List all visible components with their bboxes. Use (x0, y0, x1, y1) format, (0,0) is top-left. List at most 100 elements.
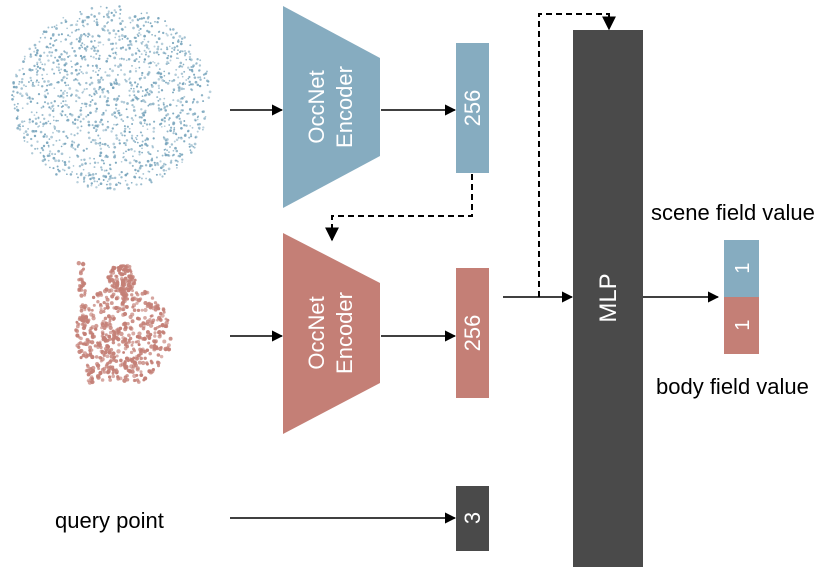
scene-point (83, 47, 87, 50)
body-point (129, 326, 134, 331)
scene-point (75, 62, 79, 65)
scene-point (176, 57, 178, 59)
scene-point (131, 64, 133, 67)
scene-point (149, 179, 152, 182)
scene-point (158, 109, 161, 112)
scene-point (160, 42, 164, 46)
scene-point (132, 26, 135, 30)
scene-point (191, 83, 194, 86)
body-point (119, 358, 123, 363)
scene-point (204, 115, 207, 118)
scene-point (157, 77, 161, 81)
scene-point (114, 42, 118, 45)
body-point (118, 266, 123, 271)
scene-point (164, 152, 166, 155)
scene-point (63, 81, 67, 84)
body-point (103, 307, 107, 311)
scene-point (64, 38, 68, 41)
scene-point (158, 30, 161, 33)
scene-point (87, 171, 91, 175)
scene-point (107, 104, 110, 107)
scene-point (93, 161, 97, 165)
scene-point (114, 161, 117, 164)
scene-point (190, 66, 193, 68)
scene-point (162, 103, 165, 106)
body-point (91, 369, 95, 373)
body-point (119, 331, 124, 337)
scene-point-cloud (11, 5, 212, 191)
scene-point (180, 40, 183, 43)
scene-point (177, 57, 180, 60)
scene-point (77, 82, 81, 85)
scene-point (39, 36, 42, 39)
scene-point (151, 33, 153, 36)
scene-point (177, 155, 180, 158)
scene-point (168, 103, 172, 107)
body-point (99, 293, 104, 297)
scene-point (167, 167, 171, 171)
scene-point (123, 155, 125, 158)
body-point (102, 366, 107, 371)
scene-point (151, 102, 155, 106)
body-point (122, 311, 128, 317)
body-point (159, 311, 163, 316)
scene-point (115, 116, 118, 119)
scene-point (43, 63, 47, 66)
scene-point (88, 93, 91, 97)
scene-point (149, 178, 151, 180)
scene-point (149, 153, 152, 156)
body-point (89, 312, 94, 317)
scene-point (199, 78, 202, 81)
scene-point (95, 57, 97, 60)
body-point (117, 307, 122, 312)
scene-point (46, 84, 49, 87)
scene-point (119, 47, 123, 50)
scene-point (121, 46, 125, 49)
scene-point (114, 51, 117, 54)
scene-point (57, 119, 59, 122)
scene-point (140, 41, 143, 44)
scene-point (199, 85, 201, 87)
body-point (133, 363, 138, 368)
scene-point (134, 176, 137, 179)
scene-point (60, 33, 63, 36)
scene-point (172, 132, 175, 135)
body-point (122, 351, 125, 354)
scene-point (150, 24, 154, 28)
scene-point (139, 86, 143, 89)
scene-point (183, 70, 186, 73)
scene-point (142, 125, 144, 127)
body-point (128, 268, 132, 272)
scene-point (48, 150, 52, 153)
scene-point (157, 107, 160, 110)
scene-point (118, 17, 121, 20)
scene-point (102, 162, 106, 165)
body-point (109, 270, 113, 274)
scene-point (176, 45, 179, 48)
scene-point (79, 38, 82, 41)
scene-point (89, 162, 92, 165)
scene-point (175, 68, 178, 71)
scene-point (123, 134, 126, 137)
body-point (102, 354, 106, 358)
scene-point (12, 85, 16, 89)
body-point (85, 363, 89, 367)
scene-point (136, 47, 139, 50)
scene-point (54, 159, 57, 163)
scene-point (105, 6, 108, 9)
scene-point (189, 52, 192, 56)
scene-point (97, 161, 100, 164)
scene-point (91, 138, 95, 142)
body-point (128, 284, 133, 290)
scene-point (181, 161, 183, 164)
scene-point (142, 172, 145, 175)
scene-point (66, 27, 68, 30)
scene-point (130, 136, 134, 140)
scene-point (73, 141, 76, 144)
scene-point (113, 111, 117, 115)
scene-point (118, 35, 121, 38)
scene-point (115, 137, 119, 140)
scene-point (182, 63, 185, 66)
scene-point (97, 81, 100, 84)
scene-point (153, 61, 156, 64)
